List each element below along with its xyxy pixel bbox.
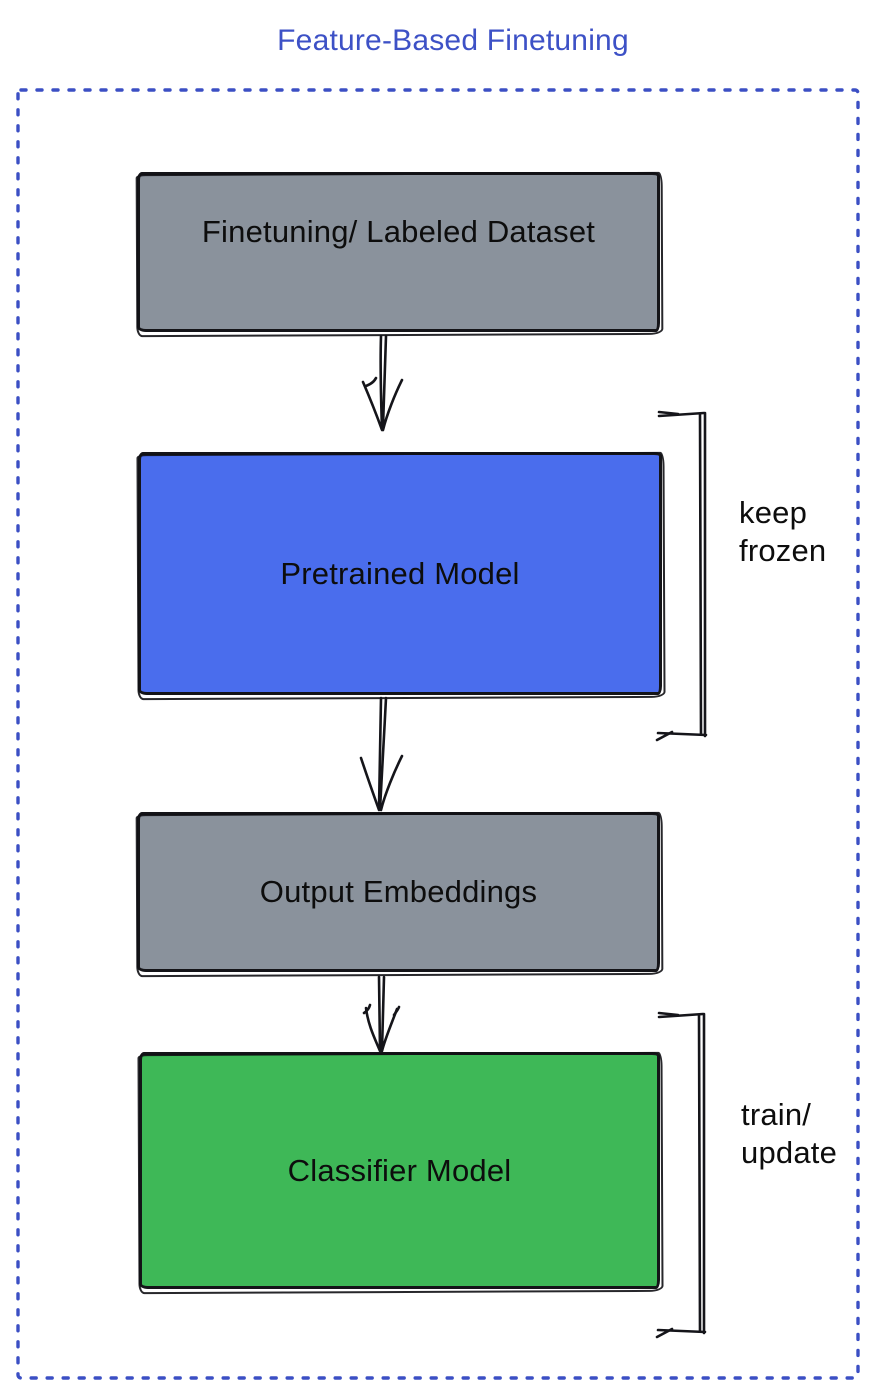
diagram-title: Feature-Based Finetuning <box>277 24 629 57</box>
bracket-train-update-icon <box>655 1011 707 1339</box>
annotation-train-update: train/ update <box>741 1096 837 1172</box>
node-label-pretrained-model: Pretrained Model <box>280 555 520 591</box>
dashed-boundary <box>16 88 860 1380</box>
node-label-classifier-model: Classifier Model <box>287 1152 512 1188</box>
bracket-keep-frozen-icon <box>655 410 708 742</box>
annotation-line: frozen <box>739 533 827 568</box>
annotation-line: update <box>741 1135 838 1170</box>
arrow-down-pretrained-to-embeddings-icon <box>359 696 404 812</box>
arrow-down-dataset-to-pretrained-icon <box>361 334 404 432</box>
annotation-line: train/ <box>741 1097 812 1132</box>
annotation-keep-frozen: keep frozen <box>739 494 826 570</box>
node-finetuning-labeled-dataset: Finetuning/ Labeled Dataset <box>137 172 660 332</box>
arrow-down-embeddings-to-classifier-icon <box>362 975 401 1053</box>
annotation-line: keep <box>739 495 808 530</box>
node-label-output-embeddings: Output Embeddings <box>259 874 538 909</box>
node-label-finetuning-labeled-dataset: Finetuning/ Labeled Dataset <box>201 214 596 249</box>
node-classifier-model: Classifier Model <box>139 1052 660 1289</box>
node-pretrained-model: Pretrained Model <box>138 452 662 695</box>
node-output-embeddings: Output Embeddings <box>137 812 660 972</box>
